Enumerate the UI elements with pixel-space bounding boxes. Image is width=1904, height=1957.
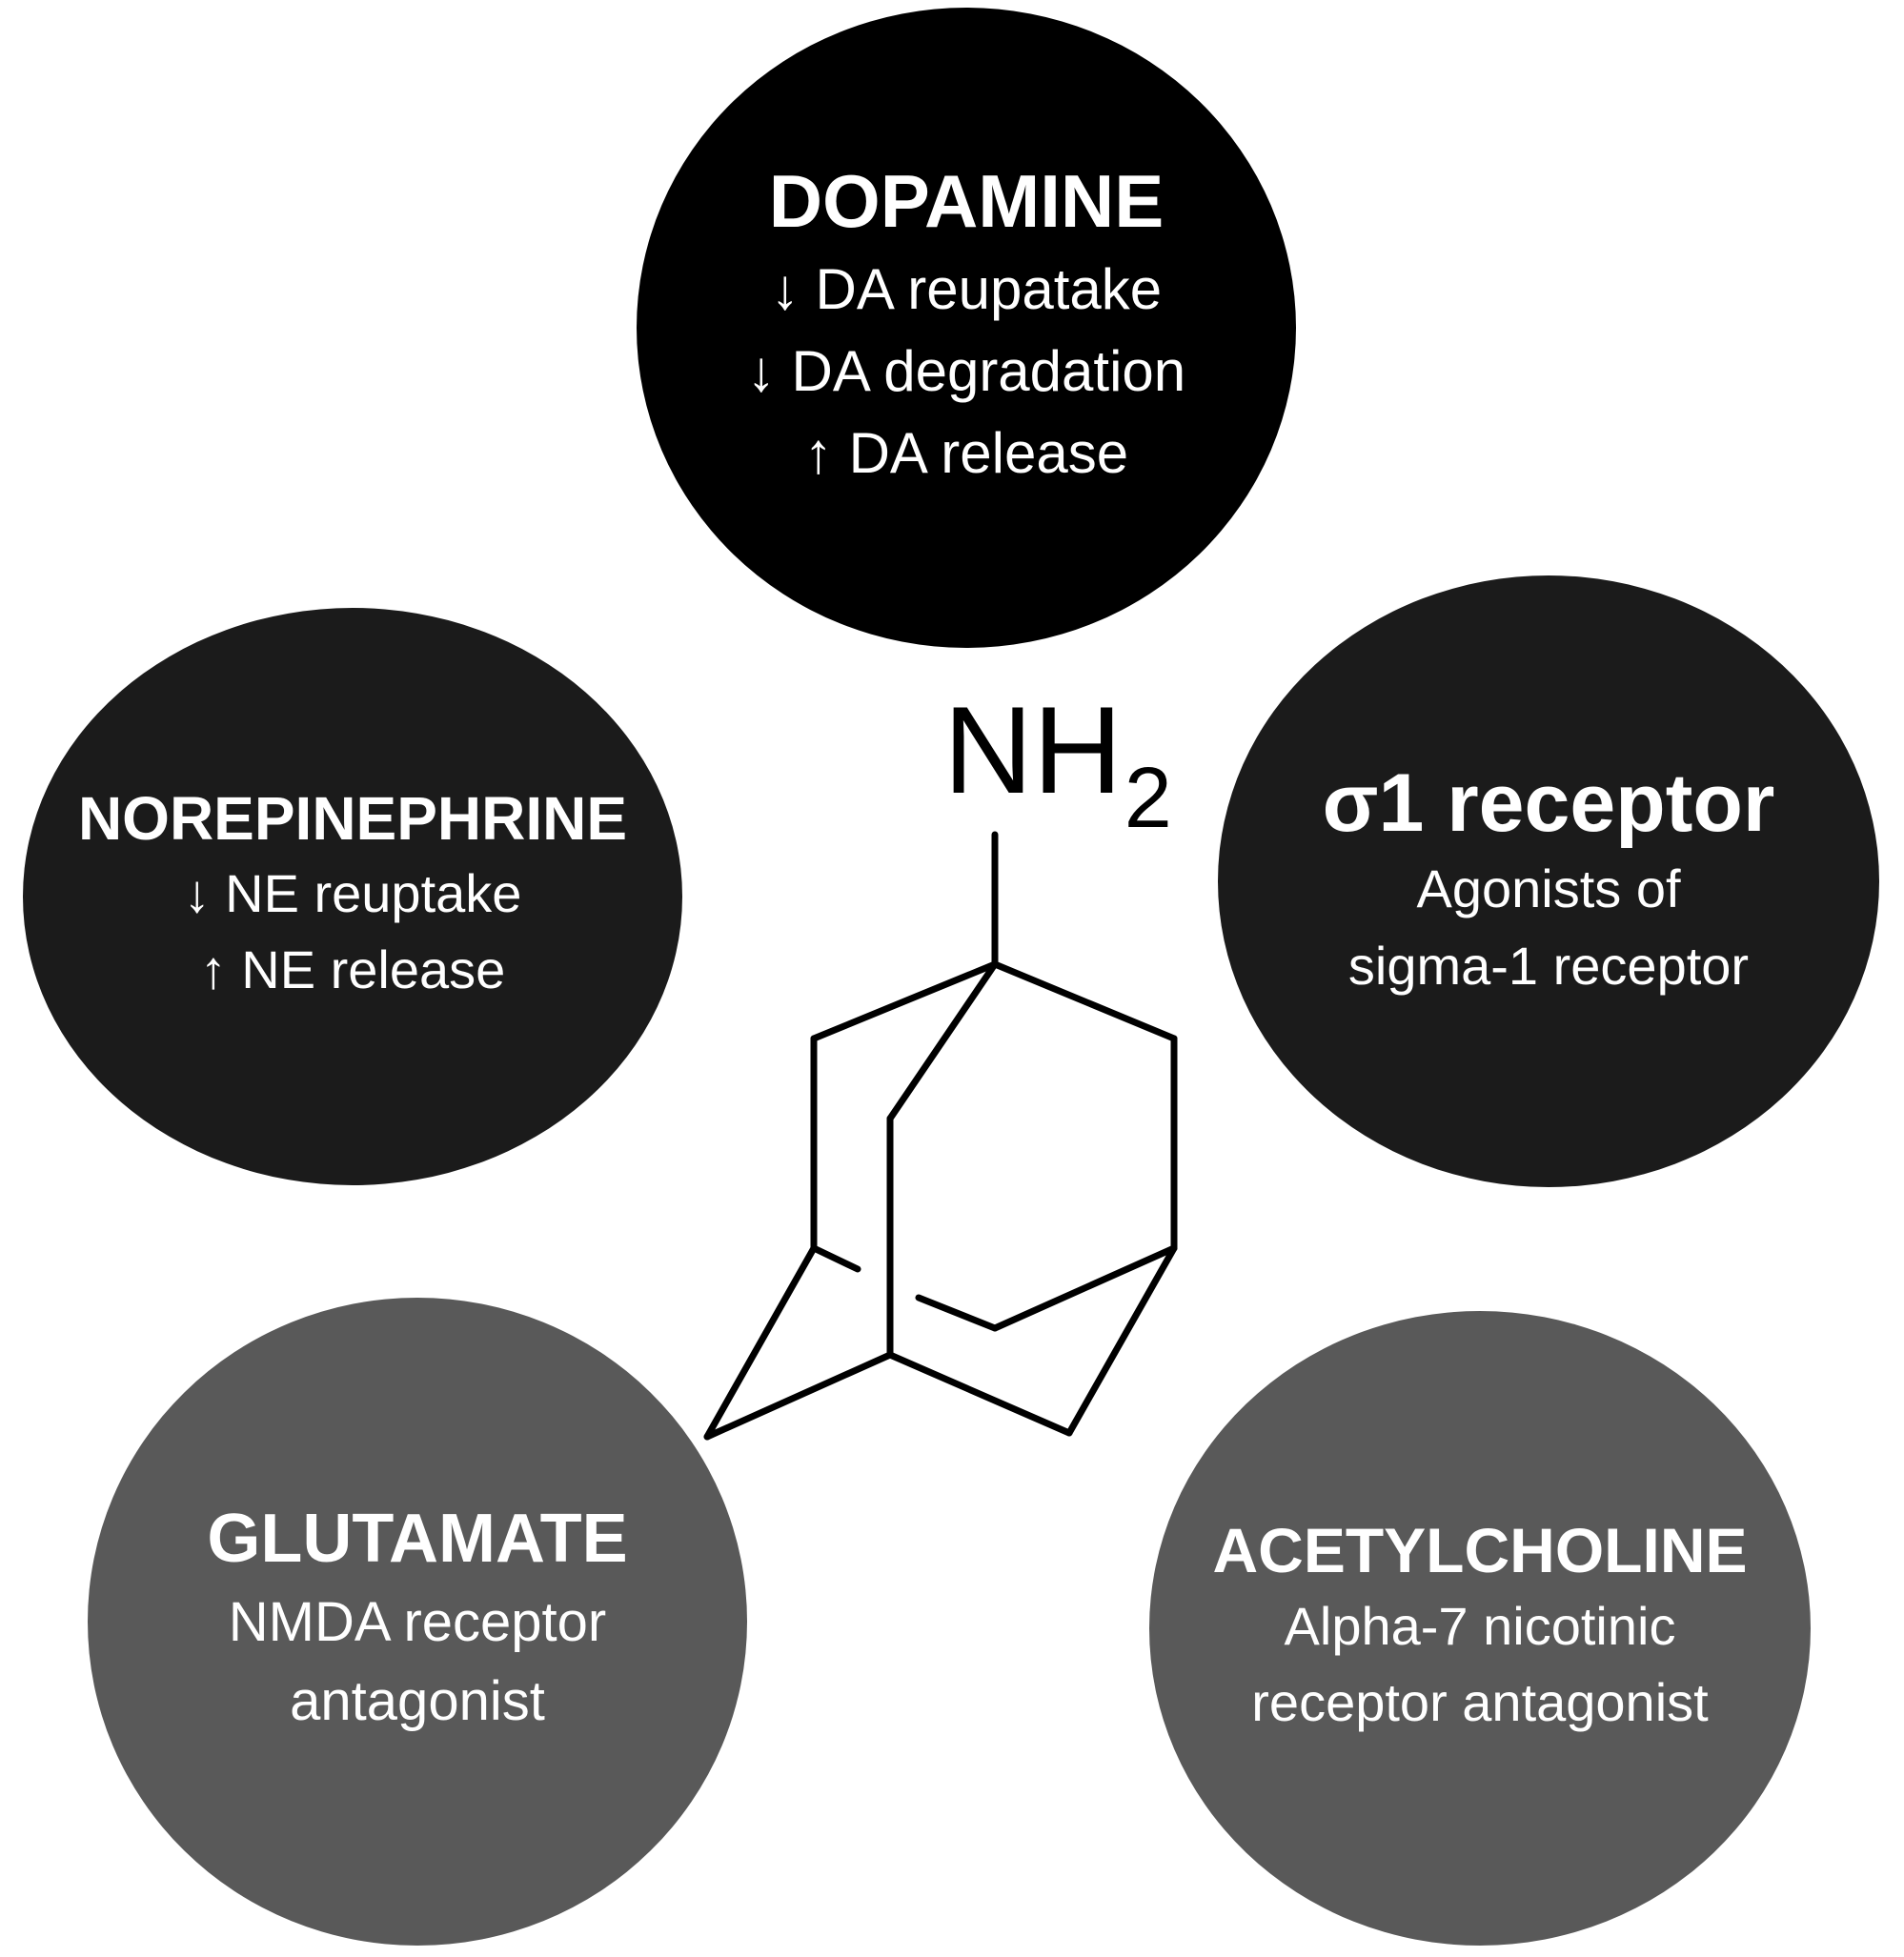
bond-c9-c7 [703,1351,894,1441]
dopamine-effect-release: ↑ DA release [803,420,1129,485]
bond-c8-c5 [991,1244,1178,1332]
sigma1-title: σ1 receptor [1322,757,1775,849]
dopamine-effect-degradation: ↓ DA degradation [746,339,1186,403]
dopamine-circle: DOPAMINE ↓ DA reupatake ↓ DA degradation… [637,8,1296,648]
amine-group-subscript: 2 [1124,751,1172,846]
dopamine-effect-reuptake: ↓ DA reupatake [770,257,1163,322]
glutamate-desc-line2: antagonist [290,1669,545,1732]
amine-group-main: NH [943,680,1123,819]
sigma1-receptor-circle: σ1 receptor Agonists of sigma-1 receptor [1218,575,1879,1187]
norepinephrine-effect-release: ↑ NE release [199,939,506,1000]
bond-c1-c4 [991,960,1178,1042]
bond-c1-c6 [886,960,999,1122]
acetylcholine-desc-line2: receptor antagonist [1251,1672,1709,1733]
glutamate-title: GLUTAMATE [207,1501,628,1578]
bond-c10-c5 [1065,1244,1178,1437]
norepinephrine-circle: NOREPINEPHRINE ↓ NE reuptake ↑ NE releas… [23,608,682,1185]
glutamate-desc-line1: NMDA receptor [228,1590,607,1653]
sigma1-desc-line1: Agonists of [1416,858,1681,919]
acetylcholine-desc-line1: Alpha-7 nicotinic [1284,1596,1676,1657]
glutamate-circle: GLUTAMATE NMDA receptor antagonist [88,1298,747,1946]
bond-c1-c2 [810,960,999,1042]
bond-c3-c8-right [915,1294,999,1332]
norepinephrine-title: NOREPINEPHRINE [77,783,628,853]
bond-c3-c8-left [810,1244,861,1273]
acetylcholine-circle: ACETYLCHOLINE Alpha-7 nicotinic receptor… [1149,1311,1811,1946]
norepinephrine-effect-reuptake: ↓ NE reuptake [183,863,522,924]
bond-c7-c10 [886,1351,1073,1437]
acetylcholine-title: ACETYLCHOLINE [1212,1514,1748,1585]
dopamine-title: DOPAMINE [768,159,1165,244]
sigma1-desc-line2: sigma-1 receptor [1347,936,1750,997]
amine-group-label: NH2 [943,688,1172,841]
bond-c3-c9 [703,1244,818,1441]
